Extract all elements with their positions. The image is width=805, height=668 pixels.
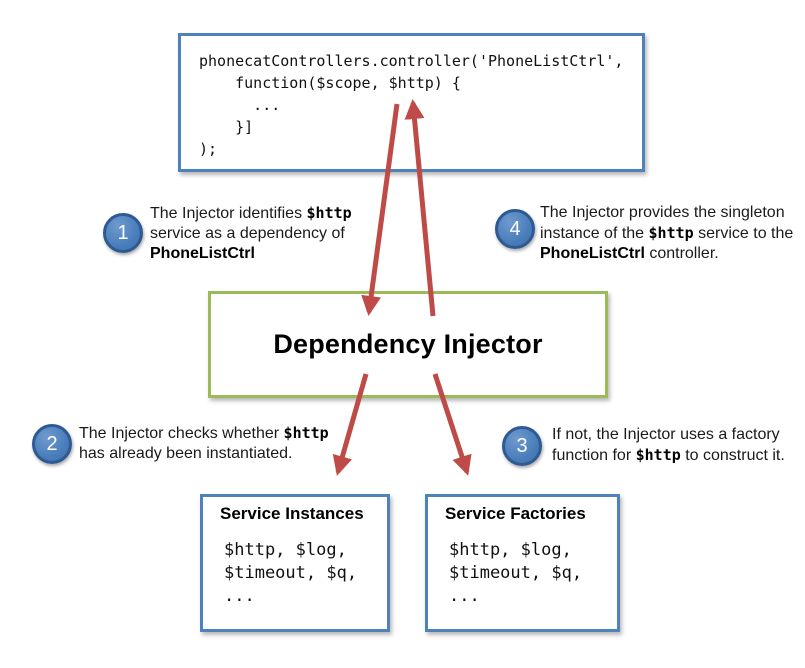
step-4-number: 4 bbox=[509, 217, 521, 240]
service-factories-list: $http, $log, $timeout, $q, ... bbox=[449, 540, 583, 606]
service-instances-title: Service Instances bbox=[220, 504, 364, 523]
dependency-injector-box: Dependency Injector bbox=[208, 291, 608, 398]
step-3-number: 3 bbox=[516, 434, 528, 457]
service-factories-box: Service Factories $http, $log, $timeout,… bbox=[425, 494, 620, 632]
service-instances-list: $http, $log, $timeout, $q, ... bbox=[224, 540, 358, 606]
step-2-badge: 2 bbox=[32, 424, 72, 464]
step-4-badge: 4 bbox=[495, 209, 535, 249]
step-1-badge: 1 bbox=[103, 213, 143, 253]
service-instances-box: Service Instances $http, $log, $timeout,… bbox=[200, 494, 390, 632]
dependency-injector-title: Dependency Injector bbox=[273, 329, 543, 359]
code-box: phonecatControllers.controller('PhoneLis… bbox=[178, 33, 645, 172]
service-factories-title: Service Factories bbox=[445, 504, 586, 523]
step-1-number: 1 bbox=[117, 221, 129, 244]
step-3-badge: 3 bbox=[502, 426, 542, 466]
code-snippet: phonecatControllers.controller('PhoneLis… bbox=[199, 52, 624, 158]
step-2-number: 2 bbox=[46, 432, 58, 455]
